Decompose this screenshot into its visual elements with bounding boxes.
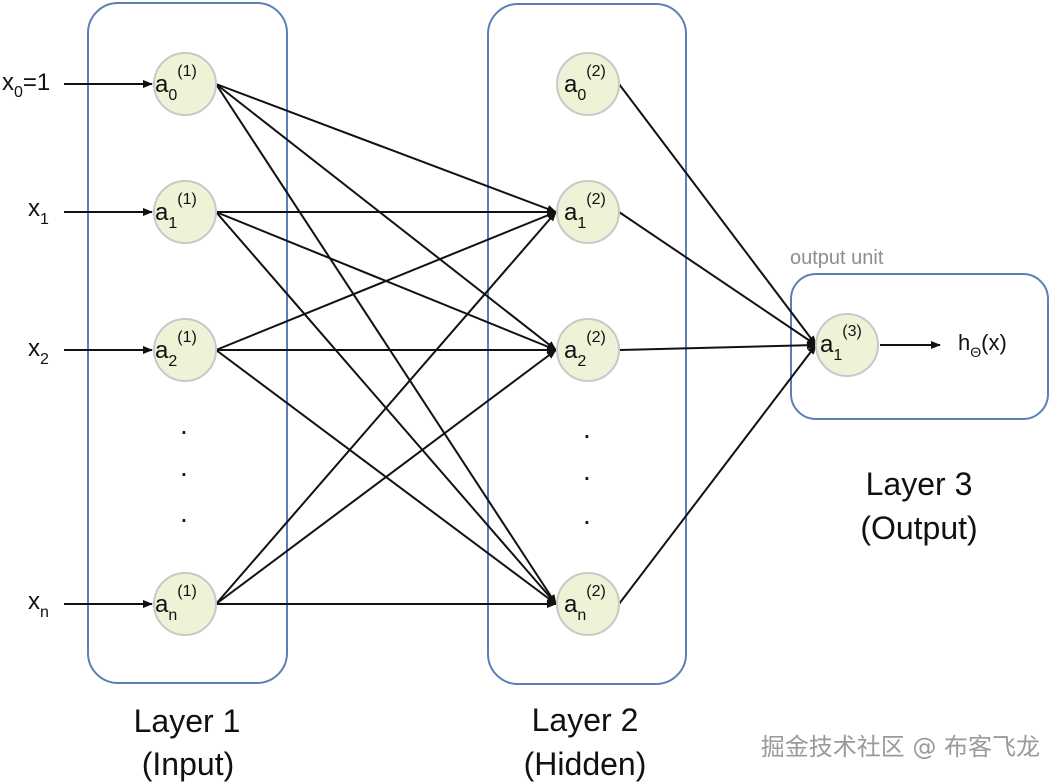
node-circle (153, 180, 217, 244)
node-main: a (564, 591, 578, 618)
node-sub: 1 (833, 347, 842, 364)
svg-text:a0(1): a0(1) (155, 63, 197, 104)
node-circle (153, 318, 217, 382)
node-sub: 1 (168, 215, 177, 232)
output-suffix: (x) (981, 330, 1007, 355)
output-unit-label: output unit (790, 247, 884, 269)
svg-text:a1(2): a1(2) (564, 191, 606, 232)
node-sup: (1) (177, 583, 197, 600)
input-sub: 0 (14, 84, 23, 101)
input-label-0: x0=1 (2, 69, 50, 101)
input-main: x (28, 335, 40, 362)
layer2-node-2: a2(2) (556, 318, 620, 382)
layer2-node-n: an(2) (556, 572, 620, 636)
input-label-n: xn (28, 588, 49, 621)
output-edge (618, 341, 817, 351)
layer3-title: Layer 3 (866, 466, 973, 502)
node-circle (556, 318, 620, 382)
node-sub: 0 (168, 87, 177, 104)
layer1-node-0: a0(1) (153, 52, 217, 116)
connection-edges (64, 80, 941, 608)
layer1-title: Layer 1 (134, 703, 241, 739)
layer2-box (487, 3, 687, 685)
hidden-edge (215, 83, 557, 605)
node-circle (153, 572, 217, 636)
layer1-ellipsis-dot: . (180, 451, 188, 482)
layer1-node-n: an(1) (153, 572, 217, 636)
layer3-node-1: a1(3) (815, 313, 879, 377)
svg-text:a2(2): a2(2) (564, 329, 606, 370)
layer2-subtitle: (Hidden) (524, 746, 647, 782)
input-sub: n (40, 604, 49, 621)
layer1-subtitle: (Input) (142, 746, 234, 782)
layer1-node-2: a2(1) (153, 318, 217, 382)
node-main: a (564, 337, 578, 364)
svg-text:a0(2): a0(2) (564, 63, 606, 104)
output-sub: Θ (970, 344, 981, 360)
svg-text:a1(3): a1(3) (820, 323, 862, 364)
node-sub: 2 (168, 353, 177, 370)
hidden-edge (215, 83, 557, 213)
node-sub: 2 (577, 353, 586, 370)
node-main: a (564, 199, 578, 226)
output-main: h (958, 330, 970, 355)
layer3-subtitle: (Output) (860, 510, 977, 546)
node-sub: 0 (577, 87, 586, 104)
output-label: hΘ(x) (958, 330, 1007, 360)
node-sup: (1) (177, 63, 197, 80)
input-sub: 2 (40, 351, 49, 368)
node-sub: n (577, 607, 586, 624)
layer1-ellipsis-dot: . (180, 409, 188, 440)
input-main: x (28, 195, 40, 222)
svg-text:a2(1): a2(1) (155, 329, 197, 370)
layer2-node-1: a1(2) (556, 180, 620, 244)
input-main: x (28, 588, 40, 615)
layer2-ellipsis-dot: . (583, 455, 591, 486)
node-sup: (2) (586, 63, 606, 80)
input-label-1: x1 (28, 195, 49, 228)
node-sup: (2) (586, 583, 606, 600)
hidden-edge (215, 211, 557, 351)
hidden-edge (215, 349, 557, 605)
node-circle (556, 572, 620, 636)
node-main: a (155, 591, 169, 618)
node-main: a (155, 199, 169, 226)
layer2-title: Layer 2 (532, 702, 639, 738)
hidden-edge (215, 211, 557, 605)
node-sub: n (168, 607, 177, 624)
node-sup: (2) (586, 191, 606, 208)
svg-text:a1(1): a1(1) (155, 191, 197, 232)
input-main: x (2, 69, 14, 96)
output-edge (618, 83, 817, 346)
svg-text:an(2): an(2) (564, 583, 606, 624)
hidden-edge (215, 83, 557, 351)
input-suffix: =1 (23, 69, 50, 96)
layer1-node-1: a1(1) (153, 180, 217, 244)
svg-text:an(1): an(1) (155, 583, 197, 624)
output-edge (618, 344, 817, 605)
node-main: a (155, 337, 169, 364)
node-sup: (2) (586, 329, 606, 346)
layer2-ellipsis-dot: . (583, 499, 591, 530)
layer2-ellipsis-dot: . (583, 413, 591, 444)
input-sub: 1 (40, 211, 49, 228)
node-main: a (564, 71, 578, 98)
node-sup: (1) (177, 329, 197, 346)
node-sup: (3) (842, 323, 862, 340)
layer1-ellipsis-dot: . (180, 497, 188, 528)
input-label-2: x2 (28, 335, 49, 368)
layer2-node-0: a0(2) (556, 52, 620, 116)
node-main: a (155, 71, 169, 98)
node-circle (153, 52, 217, 116)
watermark-text: 掘金技术社区 @ 布客飞龙 (761, 733, 1040, 761)
node-sup: (1) (177, 191, 197, 208)
node-main: a (820, 331, 834, 358)
node-circle (556, 180, 620, 244)
node-circle (815, 313, 879, 377)
layer1-box (87, 2, 288, 684)
node-circle (556, 52, 620, 116)
node-sub: 1 (577, 215, 586, 232)
output-edge (618, 211, 817, 346)
